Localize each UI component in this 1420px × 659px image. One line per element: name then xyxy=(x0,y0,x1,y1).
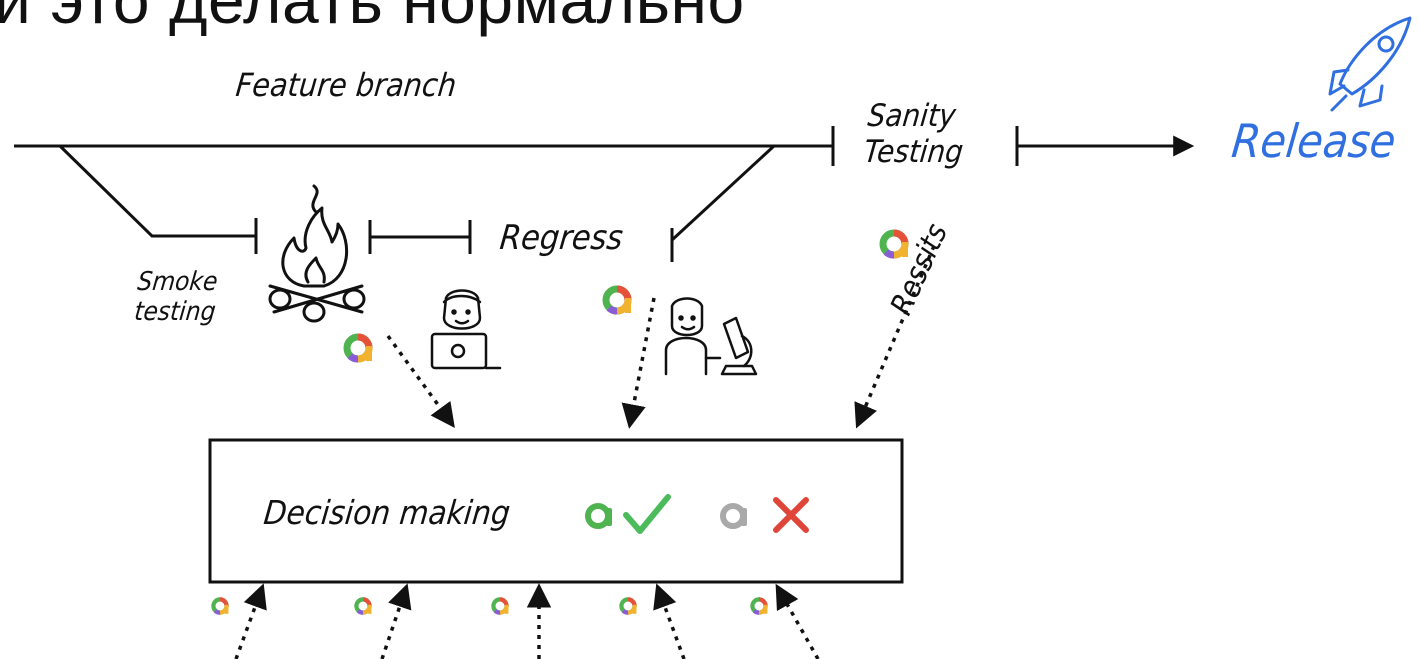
label-smoke-testing: Smoke testing xyxy=(133,267,220,327)
page-heading: и это делать нормально xyxy=(0,0,745,37)
allure-pass-logo xyxy=(585,503,612,529)
arrow-bottom-2 xyxy=(380,583,412,659)
label-sanity-line1: Sanity xyxy=(866,98,958,134)
arrow-regress-to-decision xyxy=(621,297,656,429)
label-smoke-line2: testing xyxy=(132,297,218,327)
arrow-smoke-to-decision xyxy=(386,334,455,428)
allure-logo-icon xyxy=(883,233,908,257)
label-decision-making: Decision making xyxy=(261,493,513,532)
scientist-microscope-icon xyxy=(664,297,758,376)
allure-logo-icon xyxy=(752,599,767,613)
allure-logo-icon xyxy=(621,599,636,613)
label-sanity-line2: Testing xyxy=(862,134,965,170)
branch-left xyxy=(58,144,256,238)
label-feature-branch: Feature branch xyxy=(234,66,459,104)
allure-logo-icon xyxy=(356,599,371,613)
rocket-icon xyxy=(1328,16,1412,112)
allure-logo-icon xyxy=(493,599,508,613)
allure-logo-icon xyxy=(606,289,631,313)
label-regress: Regress xyxy=(497,218,625,258)
label-release: Release xyxy=(1229,114,1399,168)
branch-right xyxy=(670,144,776,242)
check-icon xyxy=(623,494,671,534)
cross-icon xyxy=(773,497,809,533)
developer-laptop-icon xyxy=(430,289,502,370)
allure-fail-logo xyxy=(720,503,747,529)
campfire-icon xyxy=(268,184,366,323)
arrow-bottom-4 xyxy=(653,583,686,659)
label-sanity-testing: Sanity Testing xyxy=(862,98,969,170)
allure-logo-icon xyxy=(213,599,228,613)
label-smoke-line1: Smoke xyxy=(136,267,220,297)
arrow-bottom-5 xyxy=(775,583,820,659)
arrow-sanity-to-decision xyxy=(854,245,936,429)
allure-logo-icon xyxy=(347,337,372,361)
arrow-bottom-1 xyxy=(234,583,267,659)
